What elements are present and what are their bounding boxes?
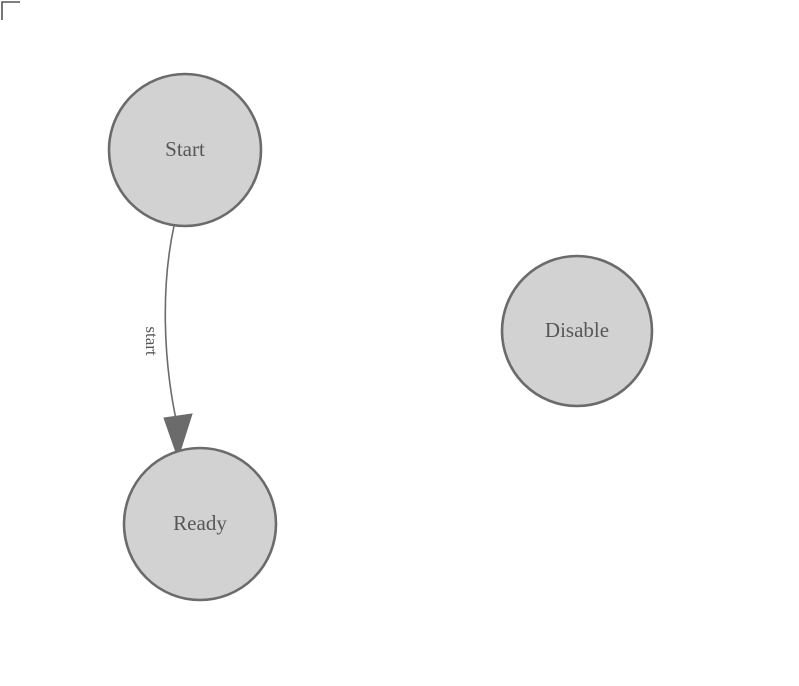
edge-arrowhead-start-to-ready (163, 413, 193, 460)
edge-path-start-to-ready[interactable] (164, 225, 178, 425)
edge-start-to-ready[interactable]: start (142, 225, 193, 460)
node-ready[interactable]: Ready (122, 446, 278, 602)
node-start[interactable]: Start (107, 72, 263, 228)
node-start-circle[interactable] (107, 72, 263, 228)
node-disable[interactable]: Disable (500, 254, 654, 408)
node-ready-circle[interactable] (122, 446, 278, 602)
node-disable-circle[interactable] (500, 254, 654, 408)
edge-label-start[interactable]: start (142, 326, 161, 356)
selection-corner-mark-icon (1, 1, 20, 20)
